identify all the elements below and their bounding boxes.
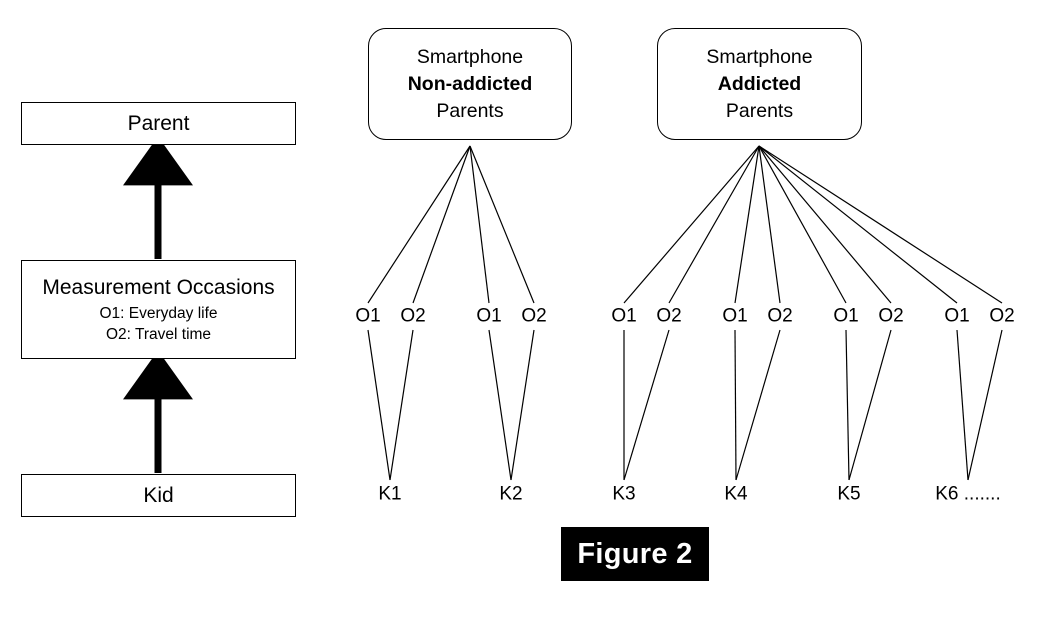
level-title-kid: Kid bbox=[143, 483, 174, 507]
occasion-node: O2 bbox=[399, 305, 427, 327]
occasion-node: O1 bbox=[832, 305, 860, 327]
fan-addicted bbox=[623, 145, 1003, 304]
occasion-node: O2 bbox=[766, 305, 794, 327]
occasion-to-kid-links bbox=[367, 329, 1003, 481]
level-title-parent: Parent bbox=[127, 111, 190, 135]
group-non-addicted-line3: Parents bbox=[436, 99, 504, 122]
measurement-occasion-o2: O2: Travel time bbox=[105, 325, 212, 343]
group-addicted-line2: Addicted bbox=[717, 72, 802, 95]
occasion-node: O2 bbox=[655, 305, 683, 327]
kid-node: K1 bbox=[377, 483, 403, 505]
occasion-node: O2 bbox=[988, 305, 1016, 327]
group-non-addicted-line2: Non-addicted bbox=[407, 72, 533, 95]
occasion-node: O2 bbox=[520, 305, 548, 327]
occasion-node: O2 bbox=[877, 305, 905, 327]
figure-caption: Figure 2 bbox=[561, 527, 709, 581]
occasion-node: O1 bbox=[354, 305, 382, 327]
group-box-non-addicted: Smartphone Non-addicted Parents bbox=[368, 28, 572, 140]
kid-node: K5 bbox=[836, 483, 862, 505]
level-box-measurement-occasions: Measurement Occasions O1: Everyday life … bbox=[21, 260, 296, 359]
group-non-addicted-line1: Smartphone bbox=[416, 45, 524, 68]
occasion-node: O1 bbox=[943, 305, 971, 327]
kid-node: K3 bbox=[611, 483, 637, 505]
level-box-kid: Kid bbox=[21, 474, 296, 517]
kid-node: K6 ....... bbox=[934, 483, 1002, 505]
kid-node: K2 bbox=[498, 483, 524, 505]
fan-non-addicted bbox=[367, 145, 535, 304]
group-box-addicted: Smartphone Addicted Parents bbox=[657, 28, 862, 140]
level-box-parent: Parent bbox=[21, 102, 296, 145]
occasion-node: O1 bbox=[610, 305, 638, 327]
group-addicted-line3: Parents bbox=[725, 99, 794, 122]
level-title-measurement-occasions: Measurement Occasions bbox=[42, 275, 275, 299]
occasion-node: O1 bbox=[721, 305, 749, 327]
group-addicted-line1: Smartphone bbox=[706, 45, 813, 68]
kid-node: K4 bbox=[723, 483, 749, 505]
measurement-occasion-o1: O1: Everyday life bbox=[99, 304, 218, 322]
occasion-node: O1 bbox=[475, 305, 503, 327]
